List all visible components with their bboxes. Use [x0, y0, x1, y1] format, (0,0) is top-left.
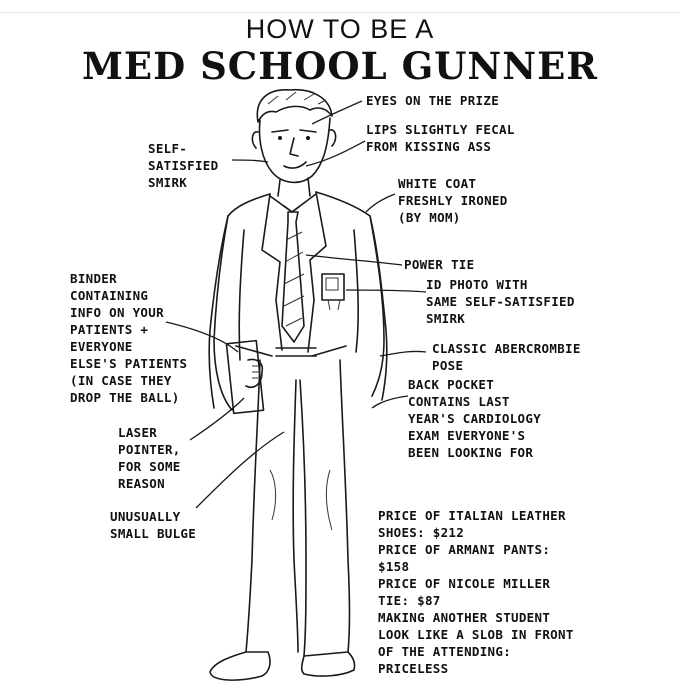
label-eyes-on-prize: EYES ON THE PRIZE	[366, 93, 500, 108]
label-smirk: SELF- SATISFIED SMIRK	[148, 141, 219, 190]
label-back-pocket: BACK POCKET CONTAINS LAST YEAR'S CARDIOL…	[408, 377, 542, 460]
label-abercrombie-pose: CLASSIC ABERCROMBIE POSE	[432, 341, 581, 373]
label-lips: LIPS SLIGHTLY FECAL FROM KISSING ASS	[366, 122, 515, 154]
label-white-coat: WHITE COAT FRESHLY IRONED (BY MOM)	[398, 176, 508, 225]
label-laser-pointer: LASER POINTER, FOR SOME REASON	[118, 425, 181, 491]
title-line-2: MED SCHOOL GUNNER	[81, 44, 599, 88]
title-line-1: HOW TO BE A	[245, 14, 435, 44]
label-power-tie: POWER TIE	[404, 257, 475, 272]
label-binder: BINDER CONTAINING INFO ON YOUR PATIENTS …	[70, 271, 188, 405]
label-small-bulge: UNUSUALLY SMALL BULGE	[110, 509, 197, 541]
top-border	[0, 12, 680, 13]
label-prices: PRICE OF ITALIAN LEATHER SHOES: $212 PRI…	[378, 508, 574, 676]
callout-arrows	[165, 100, 427, 509]
figure-drawing	[208, 89, 388, 681]
label-id-photo: ID PHOTO WITH SAME SELF-SATISFIED SMIRK	[426, 277, 575, 326]
